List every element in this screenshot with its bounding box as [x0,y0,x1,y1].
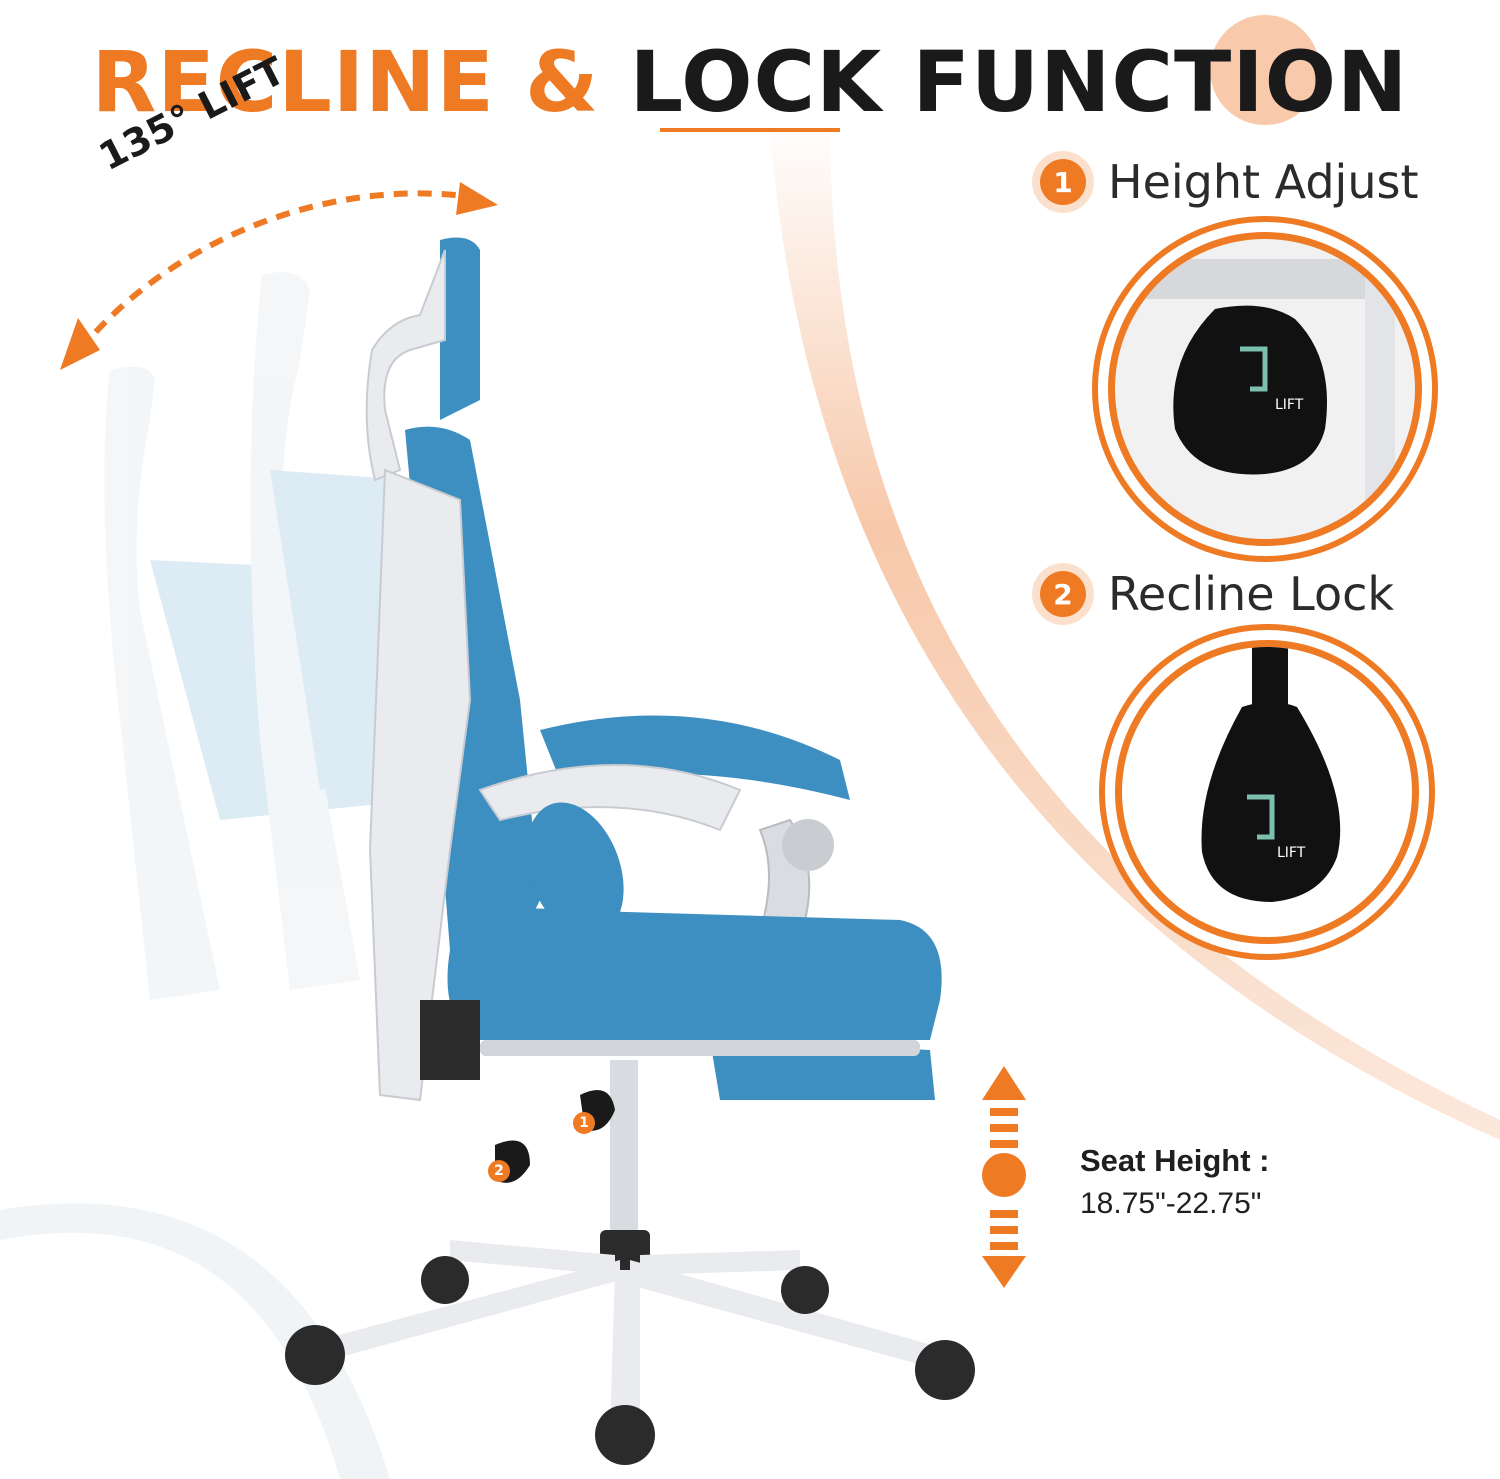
feature-height-adjust: 1 Height Adjust [1040,155,1418,209]
title-part-2: LOCK FUNCTION [629,33,1409,131]
feature-1-label: Height Adjust [1108,155,1419,209]
feature-recline-lock: 2 Recline Lock [1040,567,1394,621]
page-title: RECLINE & LOCK FUNCTION [0,32,1500,132]
chair-callout-2-number: 2 [494,1163,504,1179]
height-adjust-handle-text: LIFT [1275,397,1304,413]
title-part-1: RECLINE & [91,33,600,131]
height-adjust-detail-circle: LIFT [1108,232,1422,546]
recline-lock-handle-text: LIFT [1277,845,1306,861]
seat-height-info: Seat Height : 18.75"-22.75" [1080,1143,1269,1221]
chair-callout-1-number: 1 [579,1115,589,1131]
feature-1-number-badge: 1 [1040,159,1086,205]
seat-height-label: Seat Height : [1080,1143,1270,1178]
feature-2-label: Recline Lock [1108,567,1395,621]
feature-2-number-badge: 2 [1040,571,1086,617]
chair-callout-1-badge: 1 [573,1112,595,1134]
seat-height-value: 18.75"-22.75" [1080,1187,1262,1220]
recline-lock-detail-circle: LIFT [1115,640,1419,944]
title-underline [660,128,840,132]
chair-callout-2-badge: 2 [488,1160,510,1182]
recline-lock-handle-icon: LIFT [1201,647,1341,902]
